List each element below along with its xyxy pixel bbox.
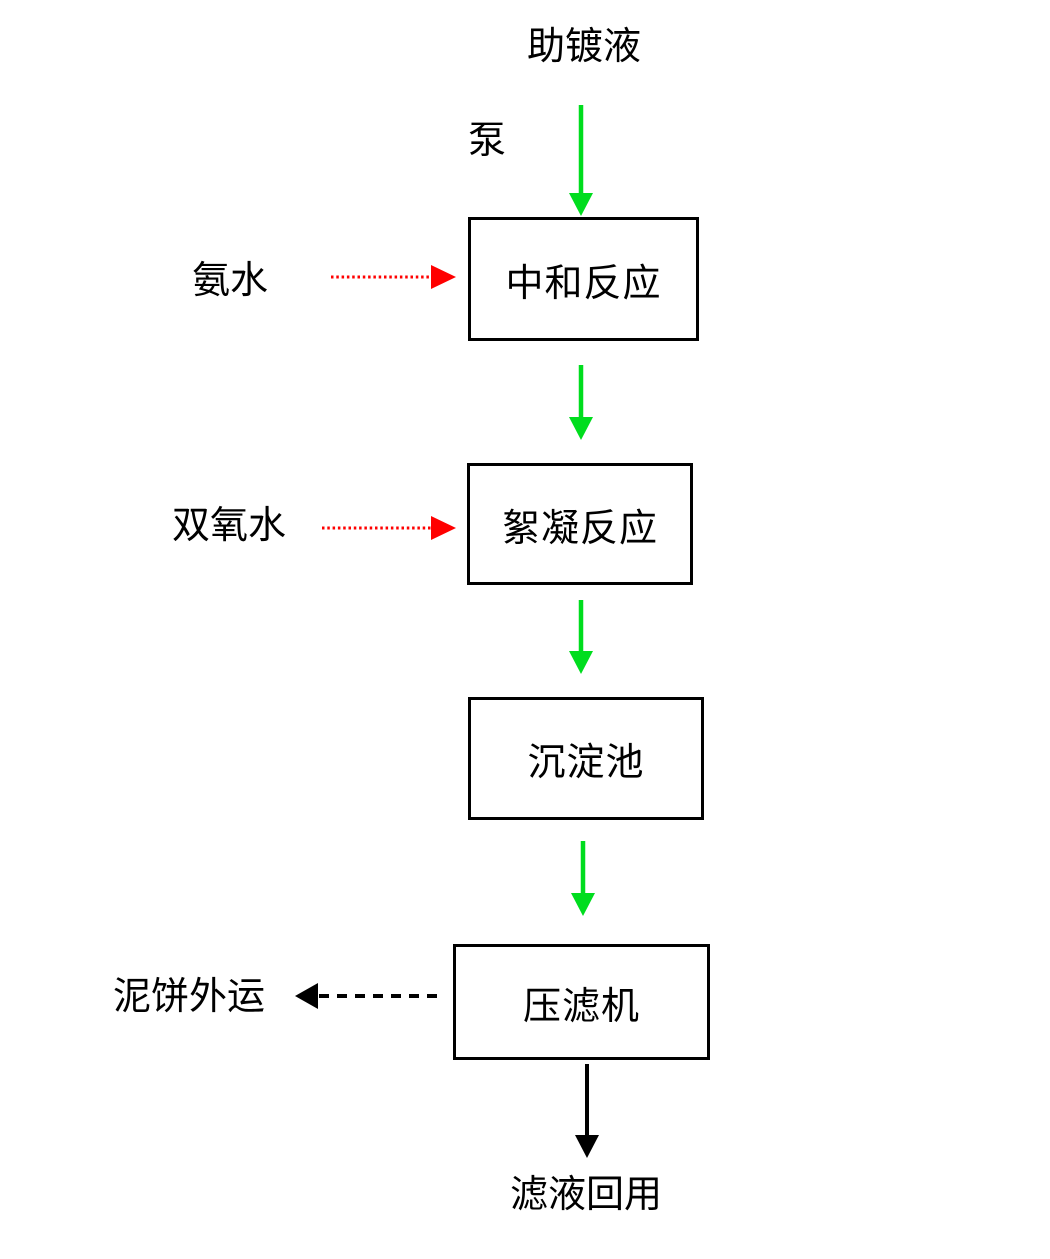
node-filter-press: 压滤机 (453, 944, 710, 1060)
node-sedimentation-label: 沉淀池 (527, 742, 645, 784)
node-sedimentation-tank: 沉淀池 (468, 697, 704, 820)
node-flocculation-reaction: 絮凝反应 (467, 463, 693, 585)
label-hydrogen-peroxide: 双氧水 (172, 505, 287, 547)
label-flux-solution: 助镀液 (527, 26, 642, 68)
filtrate-arrow-head (575, 1135, 599, 1158)
node-flocculation-label: 絮凝反应 (501, 507, 658, 550)
flow-arrow-1-head (569, 193, 593, 216)
flow-arrow-4-head (571, 893, 595, 916)
label-sludge-cake-out: 泥饼外运 (113, 976, 266, 1018)
label-ammonia: 氨水 (192, 260, 269, 302)
dosing-arrow-ammonia-head (431, 265, 456, 289)
flow-arrow-2-head (569, 417, 593, 440)
dosing-arrow-peroxide-head (431, 516, 456, 540)
flow-arrow-3-head (569, 651, 593, 674)
node-filter-press-label: 压滤机 (522, 985, 640, 1028)
sludge-arrow-head (295, 983, 318, 1009)
node-neutralization-reaction: 中和反应 (468, 217, 699, 341)
node-neutralization-label: 中和反应 (505, 262, 662, 305)
label-pump: 泵 (468, 120, 507, 162)
label-filtrate-reuse: 滤液回用 (510, 1174, 663, 1216)
